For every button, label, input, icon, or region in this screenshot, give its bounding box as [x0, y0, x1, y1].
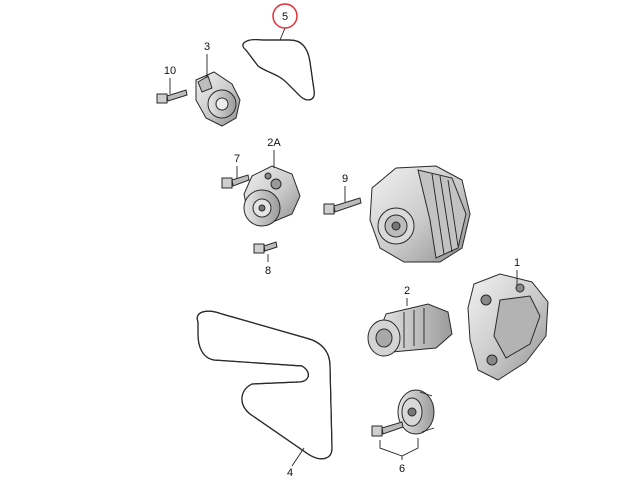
- part-10-bolt[interactable]: [156, 89, 188, 104]
- alternator: [369, 165, 471, 263]
- part-5-belt[interactable]: [242, 39, 315, 101]
- part-7-bolt[interactable]: [221, 174, 250, 189]
- part-6-bolt[interactable]: [371, 421, 404, 437]
- callout-8: 8: [265, 265, 271, 277]
- part-2a-tensioner-assembly[interactable]: [243, 165, 301, 227]
- leader-lines: [169, 27, 518, 467]
- callout-5-highlight: [272, 3, 298, 29]
- part-6-idler-pulley[interactable]: [397, 389, 435, 435]
- callout-3: 3: [204, 41, 210, 53]
- callout-4: 4: [287, 467, 293, 479]
- part-9-bolt[interactable]: [323, 197, 362, 215]
- callout-2: 2: [404, 285, 410, 297]
- callout-10: 10: [164, 65, 176, 77]
- part-2-tensioner-pulley[interactable]: [367, 303, 453, 357]
- callout-1: 1: [514, 257, 520, 269]
- part-8-bolt[interactable]: [253, 241, 278, 254]
- callout-2a: 2A: [267, 137, 281, 149]
- part-4-belt[interactable]: [196, 310, 333, 460]
- part-3-tensioner[interactable]: [195, 71, 241, 127]
- callout-6: 6: [399, 463, 405, 475]
- callout-9: 9: [342, 173, 348, 185]
- callout-5: 5: [282, 11, 288, 23]
- callout-7: 7: [234, 153, 240, 165]
- part-1-bracket[interactable]: [467, 273, 549, 381]
